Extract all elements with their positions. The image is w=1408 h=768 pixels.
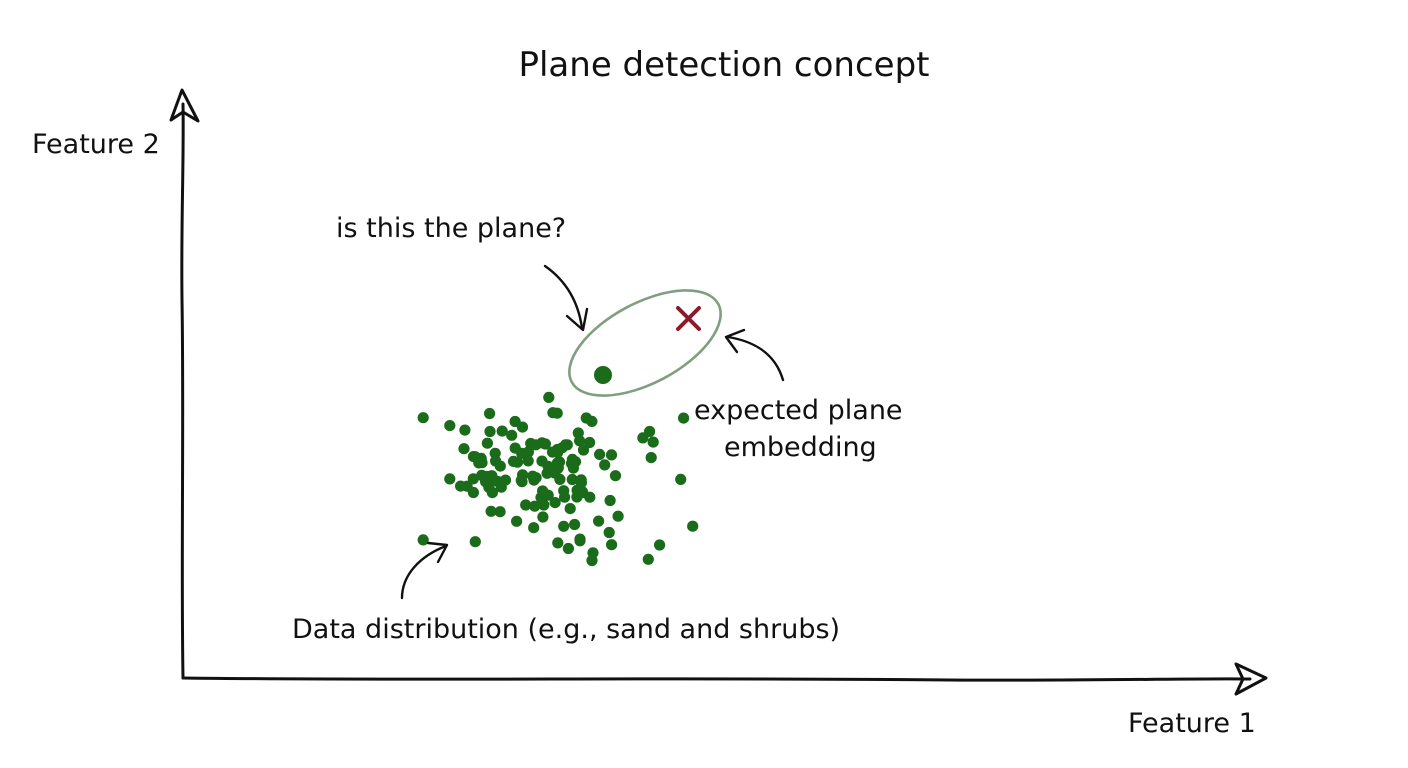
data-point bbox=[566, 473, 578, 486]
data-point bbox=[565, 457, 578, 470]
data-point bbox=[603, 526, 615, 539]
data-point bbox=[654, 539, 666, 551]
data-point bbox=[574, 535, 586, 547]
expected-annotation-line1: expected plane bbox=[694, 395, 903, 426]
data-point bbox=[536, 437, 548, 449]
data-point bbox=[469, 536, 481, 548]
data-point bbox=[537, 485, 549, 497]
data-point bbox=[459, 424, 471, 436]
data-point bbox=[541, 467, 553, 479]
expected-annotation-line2: embedding bbox=[724, 432, 877, 463]
distribution-arrow bbox=[400, 544, 448, 600]
data-point bbox=[642, 553, 654, 565]
data-point bbox=[522, 446, 535, 458]
question-arrow bbox=[543, 264, 584, 330]
plane-candidate-ellipse bbox=[568, 289, 722, 397]
expected-arrow bbox=[726, 335, 785, 382]
data-point bbox=[606, 539, 618, 551]
data-point bbox=[604, 494, 616, 507]
data-point bbox=[549, 497, 561, 509]
data-point bbox=[552, 537, 564, 549]
data-point bbox=[609, 470, 622, 482]
diagram-title: Plane detection concept bbox=[518, 45, 929, 85]
data-point bbox=[509, 415, 521, 428]
data-point bbox=[444, 473, 456, 485]
data-point bbox=[506, 429, 518, 441]
data-point bbox=[522, 455, 534, 467]
data-point bbox=[594, 448, 606, 460]
data-point-cluster bbox=[417, 391, 699, 567]
data-point bbox=[644, 425, 656, 438]
data-point bbox=[484, 407, 496, 420]
data-point bbox=[687, 520, 699, 532]
data-point bbox=[494, 506, 506, 518]
data-point bbox=[444, 420, 456, 432]
data-point bbox=[490, 455, 502, 467]
data-point bbox=[584, 436, 596, 449]
data-point bbox=[495, 481, 507, 493]
data-point bbox=[543, 391, 555, 403]
data-point bbox=[417, 412, 429, 424]
data-point bbox=[481, 437, 493, 449]
data-point bbox=[593, 515, 605, 527]
data-point bbox=[496, 425, 508, 437]
expected-arrowhead bbox=[724, 328, 746, 354]
data-point bbox=[417, 534, 429, 546]
data-point bbox=[467, 473, 479, 485]
data-point bbox=[455, 480, 467, 492]
data-point bbox=[675, 473, 687, 485]
data-point bbox=[599, 459, 611, 471]
distribution-arrowhead bbox=[426, 541, 449, 564]
data-point bbox=[645, 452, 657, 464]
data-point bbox=[569, 518, 581, 531]
data-point bbox=[605, 449, 618, 461]
data-point bbox=[537, 511, 549, 523]
x-axis-line bbox=[181, 676, 1252, 682]
question-arrowhead bbox=[565, 307, 589, 332]
filled-circle-icon bbox=[594, 366, 612, 384]
data-point bbox=[574, 435, 586, 447]
data-point bbox=[530, 472, 542, 484]
x-mark-icon bbox=[676, 306, 701, 331]
data-point bbox=[538, 499, 550, 511]
data-point bbox=[551, 443, 564, 456]
data-point bbox=[528, 522, 540, 534]
data-point bbox=[551, 457, 564, 469]
data-point bbox=[562, 542, 575, 555]
data-point bbox=[509, 442, 521, 454]
data-point bbox=[481, 470, 493, 483]
data-point bbox=[586, 415, 598, 427]
data-point bbox=[458, 443, 470, 455]
data-point bbox=[571, 484, 583, 496]
data-point bbox=[529, 500, 541, 512]
data-point bbox=[558, 520, 570, 532]
data-point bbox=[587, 547, 599, 559]
data-point bbox=[564, 503, 576, 515]
data-point bbox=[547, 407, 559, 419]
data-point bbox=[520, 499, 532, 511]
y-axis-arrowhead bbox=[169, 88, 200, 123]
data-point bbox=[473, 457, 485, 469]
data-point bbox=[561, 439, 573, 451]
data-point bbox=[510, 515, 523, 527]
data-point bbox=[678, 412, 690, 424]
y-axis-label: Feature 2 bbox=[32, 129, 160, 160]
x-axis-arrowhead bbox=[1234, 662, 1268, 696]
data-point bbox=[647, 436, 659, 448]
data-point bbox=[516, 476, 528, 488]
data-point bbox=[612, 510, 624, 522]
data-point bbox=[559, 491, 571, 503]
data-point bbox=[485, 505, 497, 517]
data-point bbox=[577, 444, 590, 456]
x-axis-label: Feature 1 bbox=[1128, 708, 1256, 739]
distribution-annotation: Data distribution (e.g., sand and shrubs… bbox=[292, 614, 840, 645]
question-annotation: is this the plane? bbox=[336, 213, 566, 244]
y-axis-line bbox=[180, 102, 185, 680]
data-point bbox=[507, 455, 520, 467]
data-point bbox=[484, 425, 496, 438]
